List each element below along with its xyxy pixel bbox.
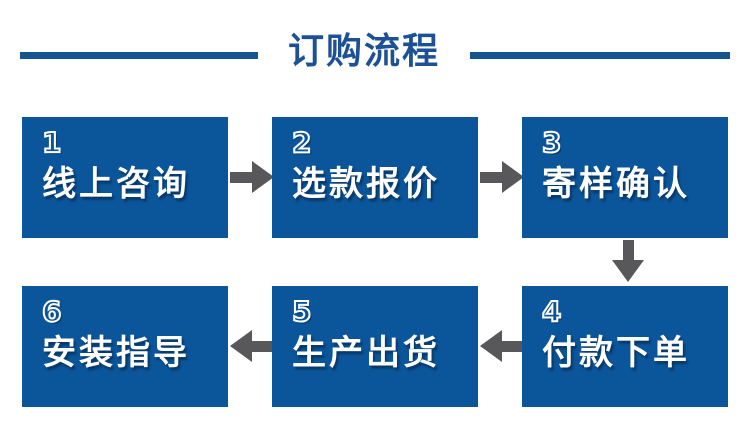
arrow-head	[252, 161, 274, 193]
flow-step-6-label: 安装指导	[42, 333, 190, 373]
flow-step-2-label: 选款报价	[292, 164, 440, 204]
arrow-head	[502, 161, 524, 193]
header-rule-left	[20, 52, 258, 59]
arrow-shaft	[623, 240, 634, 262]
arrow-right-icon-step1-to-step2	[230, 157, 274, 197]
header-rule-right	[470, 52, 730, 59]
flow-step-2[interactable]: 2 选款报价	[272, 117, 478, 238]
flow-step-6-number: 6	[41, 294, 63, 329]
arrow-shaft	[480, 172, 504, 183]
page-title: 订购流程	[287, 31, 440, 72]
flow-step-5-number: 5	[291, 294, 313, 329]
arrow-head	[230, 330, 252, 362]
flow-step-6[interactable]: 6 安装指导	[22, 286, 228, 407]
flow-step-3-label: 寄样确认	[542, 164, 690, 204]
arrow-left-icon-step4-to-step5	[480, 326, 524, 366]
flow-step-4-number: 4	[541, 294, 563, 329]
flow-step-2-number: 2	[291, 125, 313, 160]
arrow-down-icon-step3-to-step4	[608, 240, 648, 284]
arrow-head	[480, 330, 502, 362]
arrow-left-icon-step5-to-step6	[230, 326, 274, 366]
arrow-shaft	[230, 172, 254, 183]
flow-step-5[interactable]: 5 生产出货	[272, 286, 478, 407]
flow-step-4[interactable]: 4 付款下单	[522, 286, 728, 407]
flow-step-1-number: 1	[41, 125, 63, 160]
flow-step-3-number: 3	[541, 125, 563, 160]
flow-step-5-label: 生产出货	[292, 333, 440, 373]
flow-step-1[interactable]: 1 线上咨询	[22, 117, 228, 238]
arrow-shaft	[250, 341, 274, 352]
arrow-shaft	[500, 341, 524, 352]
flow-step-3[interactable]: 3 寄样确认	[522, 117, 728, 238]
header: 订购流程	[0, 0, 750, 100]
flow-step-4-label: 付款下单	[542, 333, 690, 373]
flow-step-1-label: 线上咨询	[42, 164, 190, 204]
arrow-head	[612, 260, 644, 282]
arrow-right-icon-step2-to-step3	[480, 157, 524, 197]
